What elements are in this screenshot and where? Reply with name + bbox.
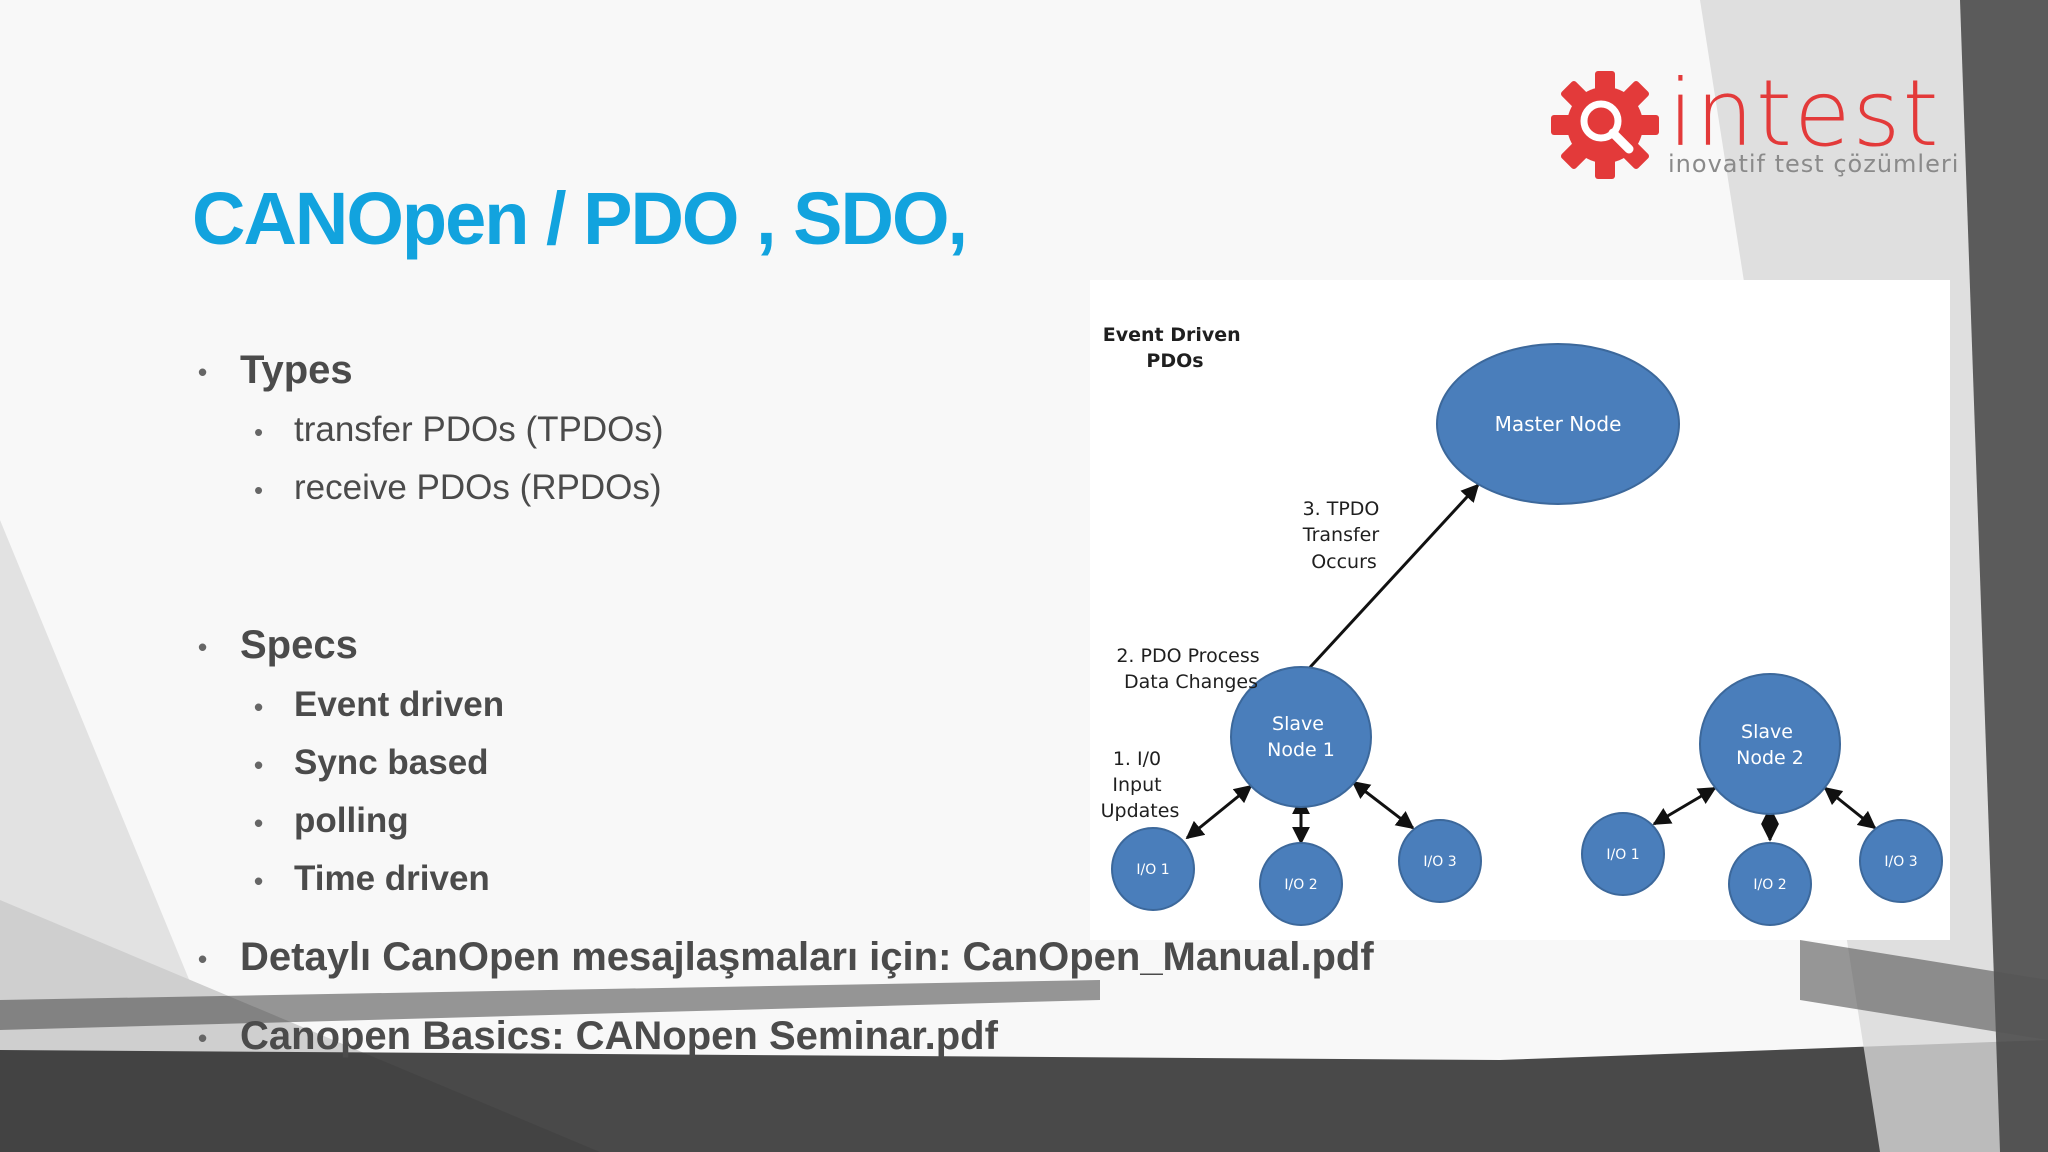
master-node-label: Master Node bbox=[1495, 412, 1622, 436]
arrow-slave2-io3 bbox=[1823, 786, 1877, 830]
arrow-slave2-io1 bbox=[1652, 786, 1717, 826]
io-node-label: I/O 1 bbox=[1136, 862, 1169, 878]
step2-line: Data Changes bbox=[1124, 671, 1258, 693]
bullet-dot: • bbox=[198, 632, 208, 662]
step1-line: Input bbox=[1112, 774, 1161, 796]
step1-line: 1. I/0 bbox=[1113, 748, 1161, 770]
bullet-types-label: Types bbox=[240, 348, 353, 392]
io-node: I/O 1 bbox=[1111, 827, 1195, 911]
io-node-label: I/O 2 bbox=[1284, 877, 1317, 893]
bullet-dot: • bbox=[198, 357, 208, 387]
io-node-label: I/O 2 bbox=[1753, 877, 1786, 893]
step3-label: 3. TPDO Transfer Occurs bbox=[1302, 498, 1386, 573]
logo-tagline: inovatif test çözümleri bbox=[1668, 150, 1960, 178]
bullet-dot: • bbox=[254, 692, 264, 722]
io-node: I/O 2 bbox=[1728, 842, 1812, 926]
io-node: I/O 3 bbox=[1859, 819, 1943, 903]
step1-label: 1. I/0 Input Updates bbox=[1101, 748, 1180, 822]
step2-line: 2. PDO Process bbox=[1116, 645, 1259, 667]
gear-magnifier-icon bbox=[1551, 71, 1659, 179]
logo-wordmark: intest bbox=[1668, 60, 1941, 167]
bullet-manual-text[interactable]: Detaylı CanOpen mesajlaşmaları için: Can… bbox=[240, 935, 1374, 979]
bullet-dot: • bbox=[254, 808, 264, 838]
bullet-specs-item-label: Time driven bbox=[294, 859, 490, 898]
bullet-types-item-label: receive PDOs (RPDOs) bbox=[294, 468, 662, 507]
bullet-dot: • bbox=[198, 1023, 208, 1053]
bullet-dot: • bbox=[198, 944, 208, 974]
diagram-heading-line: Event Driven bbox=[1103, 324, 1241, 346]
bullet-dot: • bbox=[254, 866, 264, 896]
step3-line: Occurs bbox=[1311, 551, 1377, 573]
diagram-heading: Event Driven PDOs bbox=[1103, 324, 1248, 372]
intest-logo: intest inovatif test çözümleri bbox=[1550, 64, 1970, 190]
slave-node-2: Slave Node 2 bbox=[1699, 673, 1841, 815]
arrow-slave1-io1 bbox=[1185, 784, 1253, 840]
bullet-basics-text[interactable]: Canopen Basics: CANopen Seminar.pdf bbox=[240, 1014, 998, 1058]
step3-line: Transfer bbox=[1302, 524, 1380, 546]
arrow-slave1-io3 bbox=[1351, 780, 1415, 830]
slave-node-1-label: Slave Node 1 bbox=[1267, 713, 1335, 761]
bullet-specs-label: Specs bbox=[240, 623, 358, 667]
step3-line: 3. TPDO bbox=[1303, 498, 1380, 520]
bullet-dot: • bbox=[254, 750, 264, 780]
bullet-specs-item-label: Event driven bbox=[294, 685, 505, 724]
io-node-label: I/O 1 bbox=[1606, 847, 1639, 863]
arrow-slave1-to-master bbox=[1300, 483, 1480, 678]
slide-title: CANOpen / PDO , SDO, bbox=[192, 177, 968, 260]
bullet-list: • Types • transfer PDOs (TPDOs) • receiv… bbox=[198, 0, 1398, 1152]
slave-node-2-label: Slave Node 2 bbox=[1736, 721, 1804, 769]
slave-node-1-line: Slave bbox=[1272, 713, 1324, 735]
slave-node-2-line: Node 2 bbox=[1736, 747, 1804, 769]
io-node-label: I/O 3 bbox=[1423, 854, 1456, 870]
step2-label: 2. PDO Process Data Changes bbox=[1116, 645, 1265, 693]
io-node: I/O 1 bbox=[1581, 812, 1665, 896]
slave-node-1: Slave Node 1 bbox=[1230, 666, 1372, 808]
bullet-specs-item-label: Sync based bbox=[294, 743, 489, 782]
slave-node-2-line: Slave bbox=[1741, 721, 1793, 743]
bullet-types-item-label: transfer PDOs (TPDOs) bbox=[294, 410, 664, 449]
io-node-label: I/O 3 bbox=[1884, 854, 1917, 870]
step1-line: Updates bbox=[1101, 800, 1180, 822]
io-node: I/O 2 bbox=[1259, 842, 1343, 926]
master-node: Master Node bbox=[1436, 343, 1680, 505]
bullet-specs-item-label: polling bbox=[294, 801, 409, 840]
io-node: I/O 3 bbox=[1398, 819, 1482, 903]
bullet-dot: • bbox=[254, 417, 264, 447]
slave-node-1-line: Node 1 bbox=[1267, 739, 1335, 761]
diagram-heading-line: PDOs bbox=[1146, 350, 1203, 372]
bullet-dot: • bbox=[254, 475, 264, 505]
pdo-diagram: Event Driven PDOs Master Node Slave Node… bbox=[1101, 324, 1943, 926]
